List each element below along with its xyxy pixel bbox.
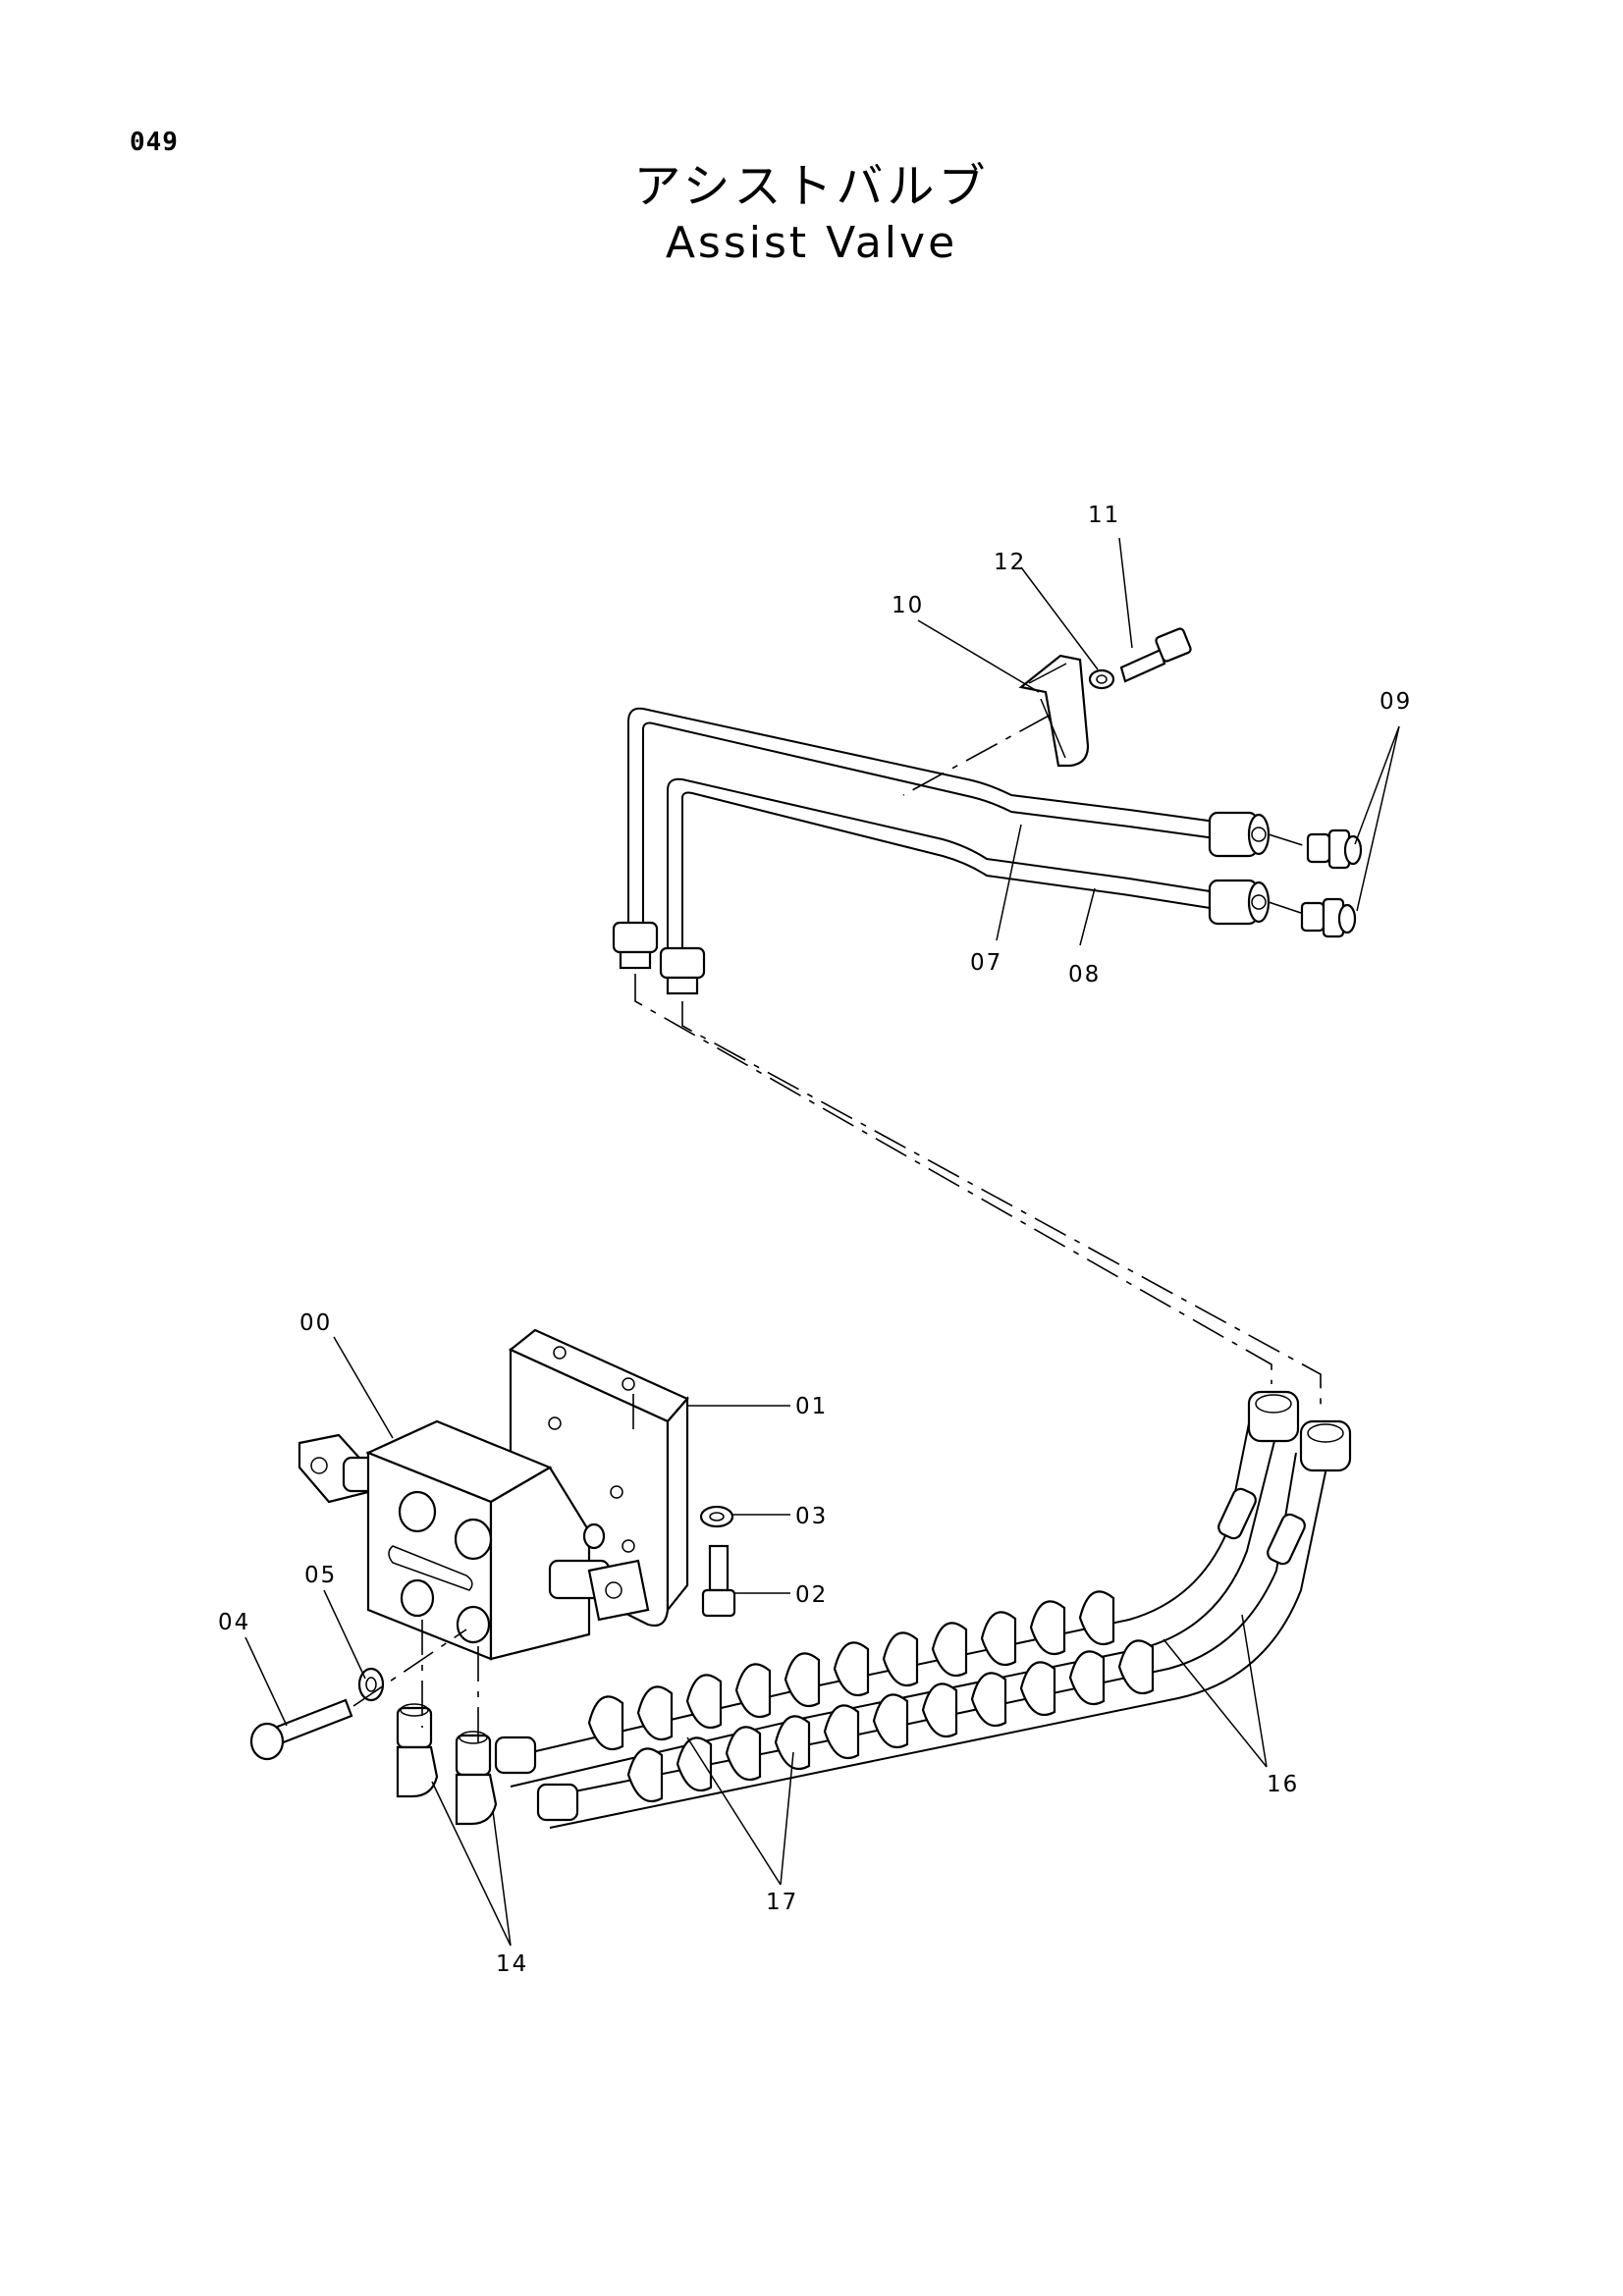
pipe-nut-right-07	[1208, 811, 1271, 858]
pipe-07	[627, 707, 1223, 942]
elbow-14-right	[455, 1731, 498, 1826]
pipe-nut-right-08	[1208, 879, 1271, 926]
label-05: 05	[304, 1563, 337, 1588]
bolt-02	[701, 1544, 736, 1618]
spiral-guard-17	[587, 1590, 1155, 1803]
label-08: 08	[1068, 962, 1101, 988]
hose-end-ferrules	[494, 1735, 579, 1822]
label-07: 07	[970, 950, 1002, 976]
connection-center-lines	[634, 974, 1322, 1414]
assist-valve-00	[298, 1419, 650, 1747]
label-14: 14	[496, 1951, 528, 1977]
label-17: 17	[766, 1890, 798, 1915]
washer-05	[357, 1667, 385, 1702]
fitting-09-upper	[1268, 828, 1363, 870]
label-11: 11	[1088, 503, 1120, 528]
bolt-11	[1119, 627, 1192, 683]
label-10: 10	[892, 593, 924, 618]
clamp-10	[902, 654, 1090, 796]
label-09: 09	[1380, 689, 1412, 715]
pipe-nut-left-07	[612, 921, 659, 970]
part-labels: 11 12 10 09 07 08 00 01 03 02 05 04 16 1…	[218, 503, 1412, 1977]
pipe-nut-left-08	[659, 946, 706, 995]
pipe-08	[667, 777, 1223, 952]
title-japanese: アシストバルブ	[633, 159, 990, 214]
label-01: 01	[795, 1394, 828, 1419]
washer-03	[699, 1505, 734, 1528]
elbow-14-left	[396, 1703, 439, 1798]
label-00: 00	[299, 1310, 332, 1336]
hose-assembly-16	[510, 1390, 1352, 1829]
label-12: 12	[994, 550, 1026, 575]
label-16: 16	[1267, 1772, 1299, 1797]
label-03: 03	[795, 1504, 828, 1529]
label-04: 04	[218, 1610, 250, 1635]
label-02: 02	[795, 1582, 828, 1608]
bolt-04	[249, 1629, 467, 1761]
leader-lines	[244, 537, 1400, 1947]
page-number: 049	[130, 128, 179, 157]
title-block: アシストバルブ Assist Valve	[0, 157, 1623, 271]
title-english: Assist Valve	[665, 218, 958, 268]
washer-12	[1088, 668, 1115, 690]
fitting-09-lower	[1268, 897, 1357, 938]
